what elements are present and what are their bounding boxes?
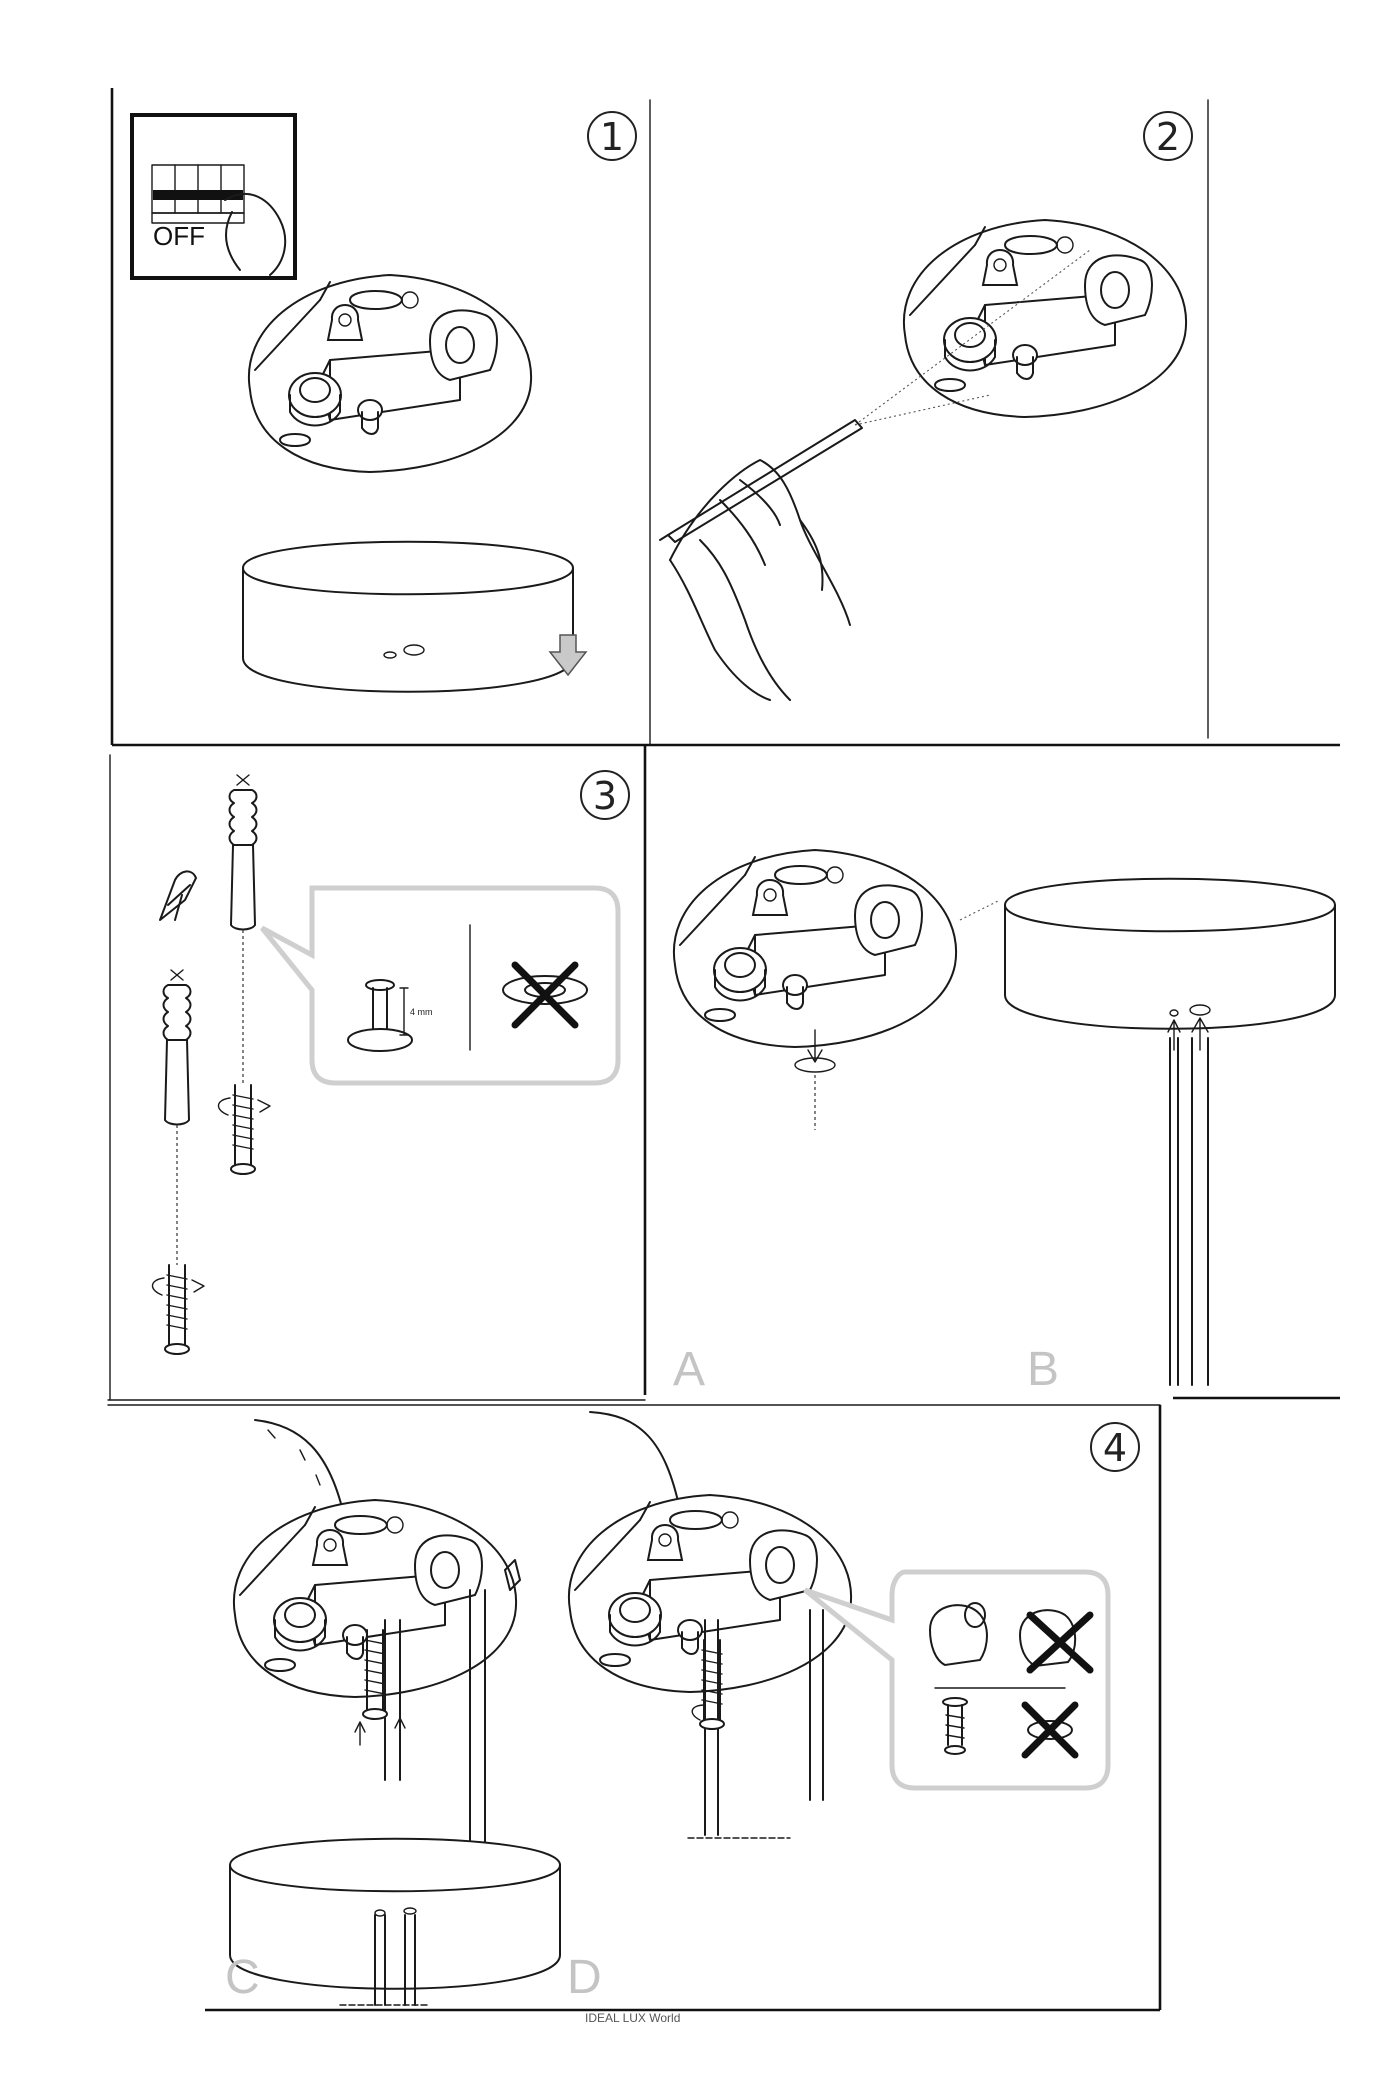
canopy-drawing [242,540,574,693]
canopy-c [229,1837,561,1990]
step-3-panel: 3 4 mm [151,770,630,1355]
mounting-plate-c [232,1499,518,1698]
panel-a-b: A B [672,849,1336,1396]
step-2-panel: 2 [659,111,1193,701]
step-1-panel: 1 OFF [130,111,637,693]
breaker-switch-box: OFF [130,113,297,280]
mounting-plate-marking [902,219,1188,418]
svg-text:2: 2 [1156,115,1180,159]
label-b: B [1027,1343,1059,1396]
cross-icon [511,961,579,1029]
label-a: A [673,1343,705,1396]
svg-text:1: 1 [600,115,624,159]
cross-icon-rod [1021,1701,1079,1759]
footer-brand: IDEAL LUX World [585,2011,680,2025]
svg-text:4: 4 [1103,1426,1127,1470]
screw-depth-callout: 4 mm [260,885,621,1086]
hand-pencil-drawing [659,419,863,701]
label-d: D [567,1951,602,2004]
step-4-number: 4 [1090,1422,1140,1472]
depth-dimension-label: 4 mm [410,1007,433,1017]
step-4-panel: 4 C D [225,1411,1140,2006]
svg-text:3: 3 [593,774,617,818]
pliers-icon [159,870,197,921]
screw-lower [164,1264,190,1355]
label-c: C [225,1951,260,2004]
step-3-number: 3 [580,770,630,820]
down-arrow-icon [548,634,588,677]
panel-frames [107,88,1340,2012]
cross-icon-clamp [1026,1611,1094,1674]
step-2-number: 2 [1143,111,1193,161]
correct-assembly-callout [803,1569,1111,1791]
wall-plug-lower [162,969,192,1126]
wall-plug-upper [228,774,258,931]
screw-upper [230,1084,256,1175]
step-1-number: 1 [587,111,637,161]
mounting-plate-cable [672,849,958,1048]
off-label: OFF [153,221,205,251]
canopy-cables [1004,877,1336,1030]
mounting-plate-drawing [247,274,533,473]
